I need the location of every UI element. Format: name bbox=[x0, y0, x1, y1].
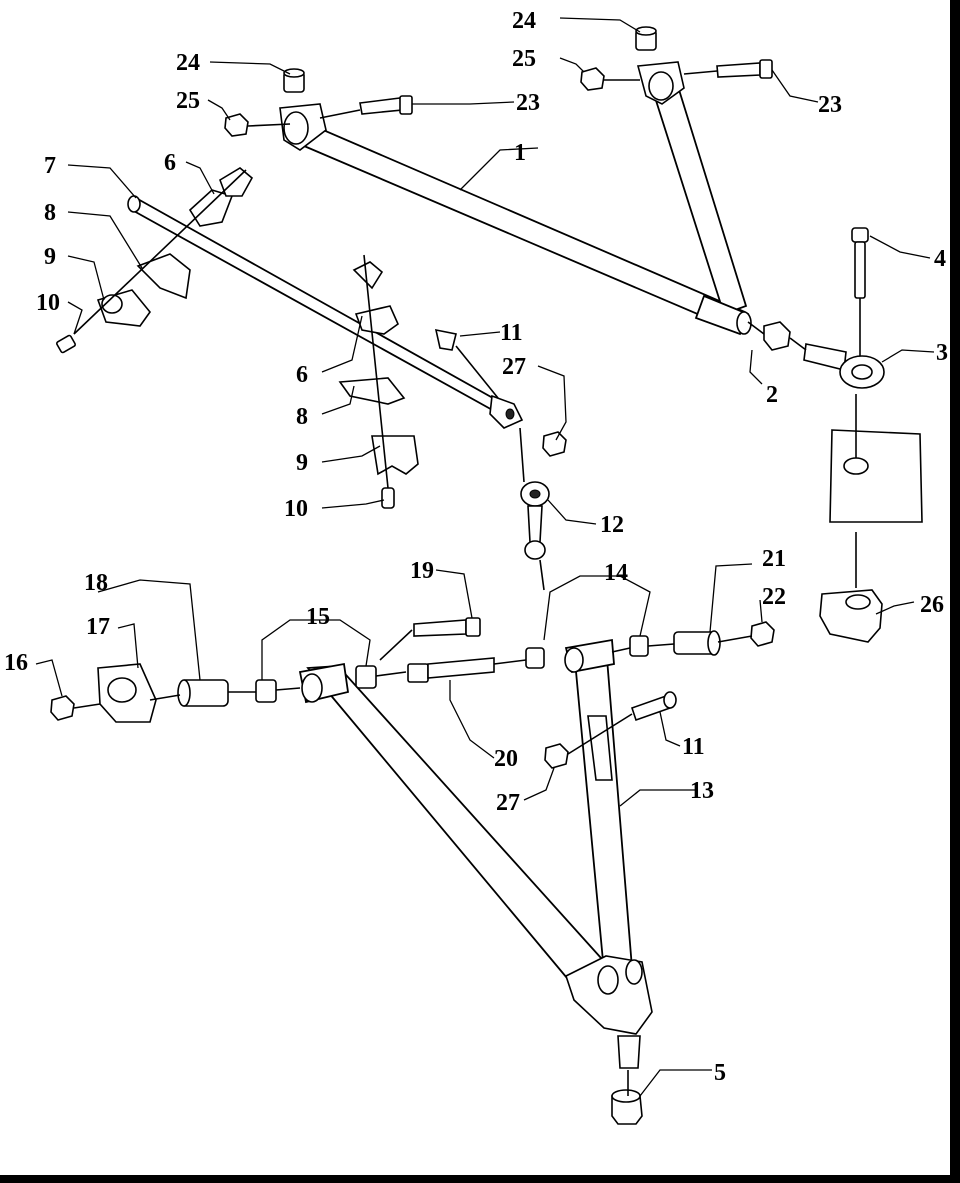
page-frame-right bbox=[950, 0, 960, 1183]
stabilizer-clamp-center bbox=[338, 254, 419, 509]
callout-5: 5 bbox=[714, 1060, 726, 1086]
callout-25-left: 25 bbox=[176, 88, 200, 114]
callout-8-center: 8 bbox=[296, 404, 308, 430]
callout-16: 16 bbox=[4, 650, 28, 676]
callout-1: 1 bbox=[514, 140, 526, 166]
callout-9-left: 9 bbox=[44, 244, 56, 270]
stabilizer-clamp-left bbox=[56, 167, 254, 354]
callout-2: 2 bbox=[766, 382, 778, 408]
callout-20: 20 bbox=[494, 746, 518, 772]
callout-22: 22 bbox=[762, 584, 786, 610]
callout-24-right: 24 bbox=[512, 8, 536, 34]
upper-a-arm bbox=[279, 61, 752, 336]
callout-8-left: 8 bbox=[44, 200, 56, 226]
callout-10-left: 10 bbox=[36, 290, 60, 316]
callout-10-center: 10 bbox=[284, 496, 308, 522]
leader-lines bbox=[35, 17, 935, 1097]
page-frame-bottom bbox=[0, 1175, 960, 1183]
callout-13: 13 bbox=[690, 778, 714, 804]
upper-arm-hardware bbox=[224, 26, 773, 137]
callout-11-lower: 11 bbox=[682, 734, 705, 760]
callout-24-left: 24 bbox=[176, 50, 200, 76]
callout-12: 12 bbox=[600, 512, 624, 538]
callout-15: 15 bbox=[306, 604, 330, 630]
lower-a-arm bbox=[298, 638, 653, 1069]
lower-arm-hardware bbox=[50, 617, 775, 1125]
callout-27-lower: 27 bbox=[496, 790, 520, 816]
callout-6-left: 6 bbox=[164, 150, 176, 176]
callout-23-right: 23 bbox=[818, 92, 842, 118]
steering-knuckle-fragment bbox=[829, 429, 923, 523]
callout-9-center: 9 bbox=[296, 450, 308, 476]
callout-14: 14 bbox=[604, 560, 628, 586]
callout-21: 21 bbox=[762, 546, 786, 572]
ball-joint-assembly bbox=[747, 227, 923, 643]
callout-23-left: 23 bbox=[516, 90, 540, 116]
callout-26: 26 bbox=[920, 592, 944, 618]
callout-18: 18 bbox=[84, 570, 108, 596]
callout-11-upper: 11 bbox=[500, 320, 523, 346]
callout-25-right: 25 bbox=[512, 46, 536, 72]
callout-17: 17 bbox=[86, 614, 110, 640]
sway-bar-link bbox=[434, 328, 567, 591]
callout-labels: 1 2 3 4 5 6 6 7 8 8 9 9 10 10 11 11 12 1… bbox=[4, 8, 948, 1086]
callout-7: 7 bbox=[44, 153, 56, 179]
callout-19: 19 bbox=[410, 558, 434, 584]
callout-6-center: 6 bbox=[296, 362, 308, 388]
stabilizer-bar bbox=[127, 195, 524, 429]
callout-4: 4 bbox=[934, 246, 946, 272]
callout-3: 3 bbox=[936, 340, 948, 366]
callout-27-upper: 27 bbox=[502, 354, 526, 380]
